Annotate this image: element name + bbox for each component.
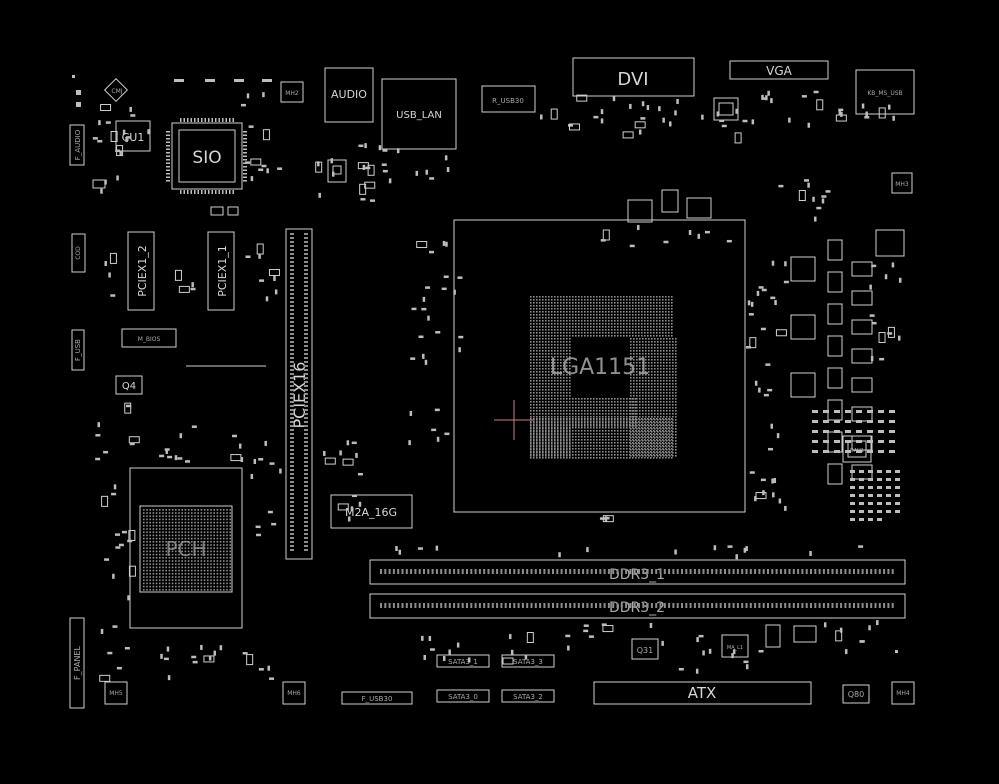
rear-io-right: DVI VGA KB_MS_USB MH3 <box>572 57 915 194</box>
audio-label: AUDIO <box>331 88 367 101</box>
dvi-label: DVI <box>617 69 648 90</box>
svg-text:CMJ: CMJ <box>111 88 122 95</box>
m-bios-label: M_BIOS <box>138 336 161 343</box>
pch-group: PCH <box>129 467 243 629</box>
ddr3-1-slot <box>369 559 906 585</box>
passive-components <box>92 90 902 682</box>
mh4-label: MH4 <box>896 690 910 697</box>
bottom-connectors: F_PANEL MH5 MH6 F_USB30 SATA3_1 SATA3_3 … <box>69 617 915 709</box>
cpu-socket-outline <box>453 219 746 513</box>
pch-label: PCH <box>165 537 206 561</box>
pciex1-slots: PCIEX1_2 PCIEX1_1 COD M_BIOS F_USB Q4 <box>71 231 266 395</box>
vga-connector <box>729 60 829 80</box>
sata-3-label: SATA3_3 <box>513 658 543 666</box>
cpu-socket-group: LGA1151 <box>453 189 746 513</box>
cpu-socket-label: LGA1151 <box>550 355 650 380</box>
pch-chip <box>139 505 233 593</box>
sio-region: CMJ CU1 SIO F_AUDIO <box>69 77 272 216</box>
vrm-region: DAU1 <box>790 229 905 521</box>
board-corners <box>72 75 898 653</box>
sata-0-label: SATA3_0 <box>448 693 478 701</box>
ddr3-2-slot <box>369 593 906 619</box>
pciex1-1-label: PCIEX1_1 <box>216 245 229 297</box>
rear-io-left: MH2 AUDIO USB_LAN R_USB30 <box>280 67 536 183</box>
mh2-label: MH2 <box>285 90 299 97</box>
sata-2-label: SATA3_2 <box>513 693 543 701</box>
m2a-slot-group: M2A_16G <box>330 494 413 529</box>
mh3-label: MH3 <box>895 181 909 188</box>
mh5-label: MH5 <box>109 690 123 697</box>
usb-lan-connector <box>381 78 457 150</box>
q4-label: Q4 <box>122 381 136 392</box>
dvi-connector <box>572 57 695 97</box>
pciex1-2-label: PCIEX1_2 <box>136 245 149 297</box>
f-usb30-label: F_USB30 <box>362 695 393 703</box>
pciex16-slot-group: PCIEX16 <box>285 228 313 560</box>
atx-label: ATX <box>688 684 717 702</box>
r-usb30-label: R_USB30 <box>492 97 524 105</box>
sio-label: SIO <box>192 148 221 168</box>
f-audio-label: F_AUDIO <box>74 129 82 160</box>
mh6-label: MH6 <box>287 690 301 697</box>
sata-1-label: SATA3_1 <box>448 658 478 666</box>
m2a-slot <box>330 494 413 529</box>
ma-l1-label: MA_L1 <box>727 645 743 651</box>
usb-lan-label: USB_LAN <box>396 110 442 121</box>
pciex1-2-slot <box>127 231 155 311</box>
f-usb-label: F_USB <box>74 339 82 361</box>
cod-label: COD <box>75 246 82 260</box>
q80-label: Q80 <box>848 690 864 699</box>
audio-connector <box>324 67 374 123</box>
f-panel-label: F_PANEL <box>73 646 82 680</box>
m2a-label: M2A_16G <box>345 506 397 519</box>
cu1-chip <box>115 120 151 152</box>
atx-connector <box>593 681 812 705</box>
vga-label: VGA <box>766 64 793 78</box>
kb-ms-usb-label: KB_MS_USB <box>867 90 902 97</box>
pciex1-1-slot <box>207 231 235 311</box>
q31-label: Q31 <box>637 646 653 655</box>
pciex16-slot <box>285 228 313 560</box>
memory-slots: DDR3_1 DDR3_2 <box>369 559 906 619</box>
sio-chip <box>178 129 236 183</box>
